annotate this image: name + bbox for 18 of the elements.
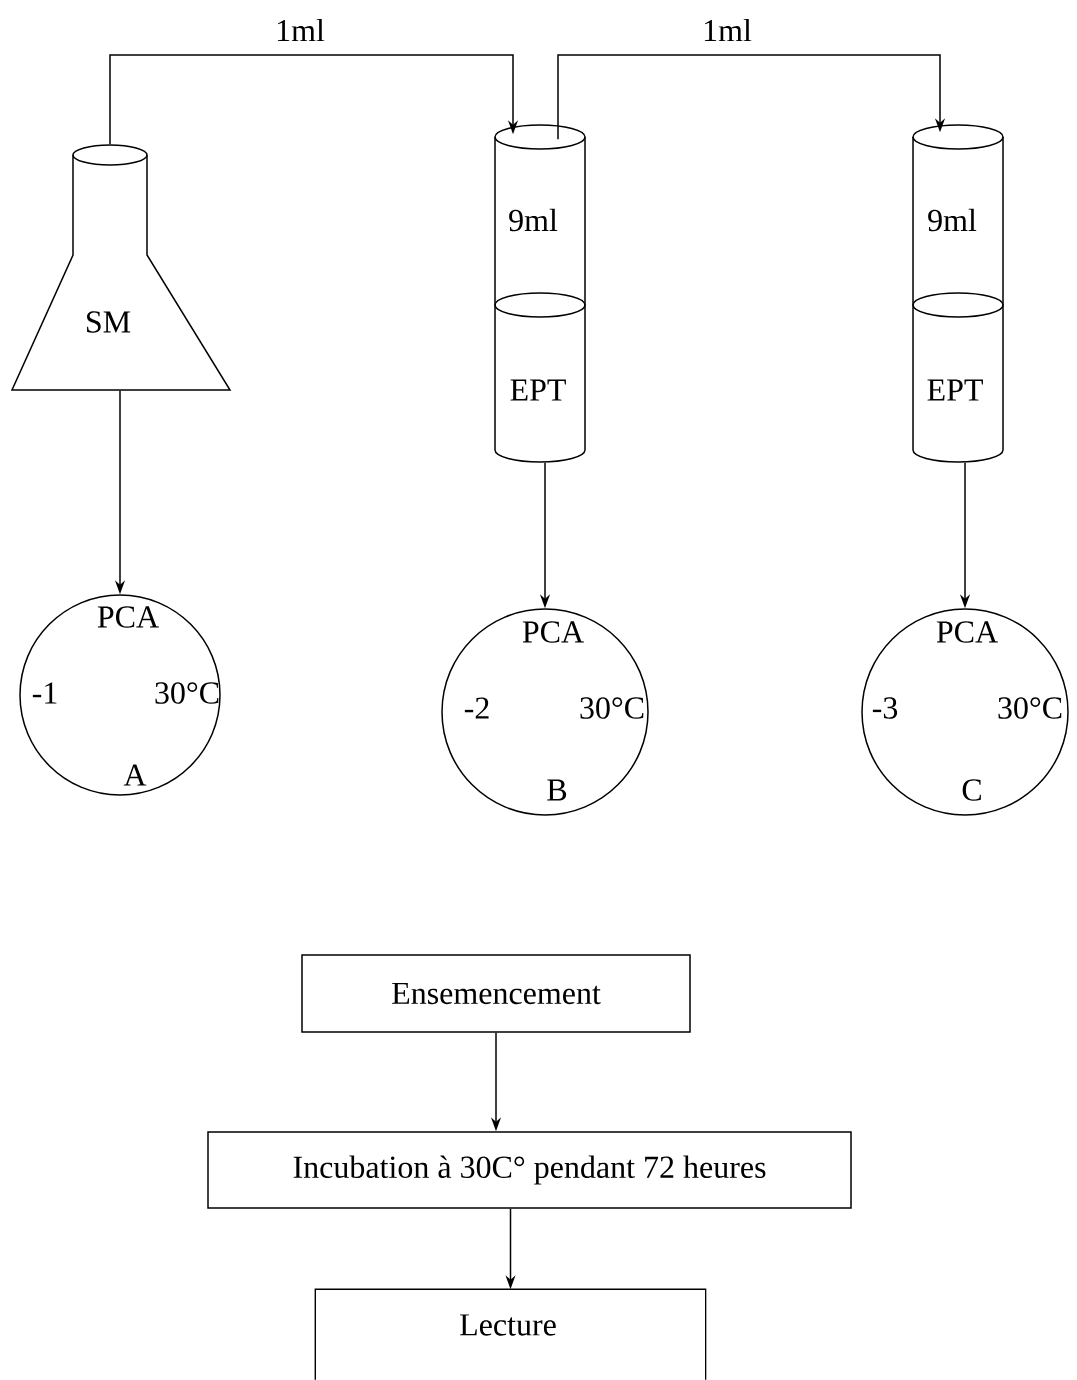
- edge-label: 1ml: [273, 16, 327, 44]
- node-label: 9ml: [928, 208, 977, 232]
- petri-dish: PCA -3 30°C C: [861, 608, 1069, 816]
- arrow: [109, 54, 519, 145]
- process-box: Incubation à 30C° pendant 72 heures: [207, 1131, 852, 1209]
- test-tube-drawing: 9ml EPT: [494, 124, 586, 463]
- flask-drawing: SM: [10, 144, 232, 391]
- node-label: 9ml: [509, 208, 558, 232]
- process-box: Ensemencement: [301, 954, 691, 1033]
- process-box: Lecture: [314, 1288, 707, 1380]
- node-label: SM: [87, 311, 131, 333]
- arrow: [557, 54, 946, 140]
- edge-label: 1ml: [700, 16, 754, 44]
- petri-dish: PCA -1 30°C A: [19, 594, 221, 796]
- node-label: EPT: [927, 379, 983, 401]
- petri-dish: PCA -2 30°C B: [441, 608, 649, 816]
- test-tube-drawing: 9ml EPT: [912, 124, 1004, 463]
- node-label: EPT: [510, 379, 566, 401]
